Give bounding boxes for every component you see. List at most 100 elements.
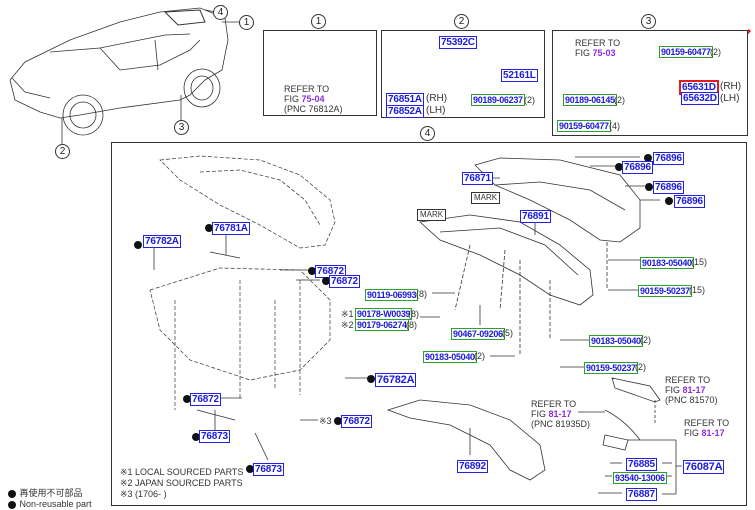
- non-reusable-dot-icon: [322, 277, 330, 285]
- note-ref-3: ※3: [319, 416, 332, 426]
- fig-link-75-04[interactable]: 75-04: [301, 94, 325, 104]
- refer-fig-line: FIG 75-03: [575, 48, 616, 58]
- part-90183-05040[interactable]: 90183-05040: [640, 257, 694, 269]
- qty: (8): [416, 289, 427, 299]
- non-reusable-dot-icon: [334, 417, 342, 425]
- part-76896[interactable]: 76896: [653, 181, 684, 194]
- part-90189-06145[interactable]: 90189-06145: [563, 94, 617, 106]
- note-ref-2: ※2: [341, 320, 354, 330]
- legend: 再使用不可部品 Non-reusable part: [8, 488, 92, 510]
- refer-pnc: (PNC 81935D): [531, 419, 591, 429]
- refer-pnc: (PNC 76812A): [284, 104, 343, 114]
- part-90159-60477[interactable]: 90159-60477: [557, 120, 611, 132]
- part-76087A[interactable]: 76087A: [683, 460, 725, 474]
- qty: (8): [408, 309, 419, 319]
- callout-4[interactable]: 4: [213, 5, 228, 20]
- part-76781A[interactable]: 76781A: [212, 222, 250, 235]
- refer-text: REFER TO: [531, 399, 577, 409]
- part-76871[interactable]: 76871: [462, 172, 493, 185]
- part-90179-06274[interactable]: 90179-06274: [355, 319, 409, 331]
- part-90159-60477[interactable]: 90159-60477: [659, 46, 713, 58]
- side-rh: (RH): [426, 93, 448, 104]
- mark-label: MARK: [471, 192, 501, 204]
- panel-1-number: 1: [311, 14, 326, 29]
- refer-text: REFER TO: [684, 418, 730, 428]
- part-76885[interactable]: 76885: [626, 458, 657, 471]
- qty: (15): [691, 257, 708, 267]
- non-reusable-dot-icon: [8, 500, 16, 509]
- part-76872[interactable]: 76872: [190, 393, 221, 406]
- note-1: ※1 LOCAL SOURCED PARTS: [120, 467, 244, 477]
- part-76872[interactable]: 76872: [329, 275, 360, 288]
- part-90189-06237[interactable]: 90189-06237: [471, 94, 525, 106]
- non-reusable-dot-icon: [246, 465, 254, 473]
- part-76887[interactable]: 76887: [626, 488, 657, 501]
- refer-fig-prefix: FIG: [531, 409, 549, 419]
- note-3: ※3 (1706- ): [120, 489, 167, 499]
- non-reusable-dot-icon: [8, 489, 16, 498]
- refer-pnc: (PNC 81570): [665, 395, 718, 405]
- non-reusable-dot-icon: [205, 224, 213, 232]
- callout-3[interactable]: 3: [174, 120, 189, 135]
- panel-2-number: 2: [454, 14, 469, 29]
- part-90159-50237[interactable]: 90159-50237: [584, 362, 638, 374]
- notes-list: ※1 LOCAL SOURCED PARTS ※2 JAPAN SOURCED …: [120, 467, 243, 500]
- spoiler-upper-right-sketch: [474, 157, 641, 243]
- refer-text-line1: REFER TO: [284, 84, 330, 94]
- non-reusable-dot-icon: [192, 433, 200, 441]
- qty: (5): [502, 328, 513, 338]
- part-76852A[interactable]: 76852A: [386, 105, 424, 118]
- refer-fig-line: FIG 81-17: [684, 428, 725, 438]
- part-76892[interactable]: 76892: [457, 460, 488, 473]
- part-75392C[interactable]: 75392C: [439, 36, 477, 49]
- refer-text-line1: REFER TO: [575, 38, 621, 48]
- mark-label: MARK: [417, 209, 447, 221]
- panel-2: 75392C 52161L 76851A (RH) 76852A (LH) 90…: [381, 30, 545, 118]
- side-lh: (LH): [720, 93, 740, 104]
- fig-link-81-17[interactable]: 81-17: [682, 385, 706, 395]
- qty: (2): [474, 351, 485, 361]
- part-90183-05040[interactable]: 90183-05040: [423, 351, 477, 363]
- spoiler-upper-left-sketch: [159, 155, 336, 249]
- panel-4-number: 4: [420, 126, 435, 141]
- part-76872[interactable]: 76872: [341, 415, 372, 428]
- non-reusable-dot-icon: [644, 154, 652, 162]
- non-reusable-dot-icon: [183, 395, 191, 403]
- part-65632D[interactable]: 65632D: [681, 92, 719, 105]
- part-90467-09206[interactable]: 90467-09206: [451, 328, 505, 340]
- fig-link-81-17[interactable]: 81-17: [548, 409, 572, 419]
- part-76896[interactable]: 76896: [622, 161, 653, 174]
- fig-link-75-03[interactable]: 75-03: [592, 48, 616, 58]
- part-90183-05040[interactable]: 90183-05040: [589, 335, 643, 347]
- spoiler-lower-left-sketch: [149, 267, 331, 410]
- part-76873[interactable]: 76873: [253, 463, 284, 476]
- part-93540-13006[interactable]: 93540-13006: [613, 472, 667, 484]
- part-76782A[interactable]: 76782A: [375, 373, 417, 387]
- panel-4: [111, 142, 747, 506]
- qty: (15): [689, 285, 706, 295]
- part-76896[interactable]: 76896: [674, 195, 705, 208]
- part-76782A[interactable]: 76782A: [143, 235, 181, 248]
- legend-en: Non-reusable part: [8, 499, 92, 510]
- callout-2[interactable]: 2: [55, 144, 70, 159]
- qty: (2): [614, 95, 625, 105]
- callout-1[interactable]: 1: [239, 15, 254, 30]
- refer-fig-line: FIG 81-17: [665, 385, 706, 395]
- qty: (2): [524, 95, 535, 105]
- part-52161L[interactable]: 52161L: [501, 69, 538, 82]
- part-76896[interactable]: 76896: [653, 152, 684, 165]
- non-reusable-dot-icon: [615, 163, 623, 171]
- part-item: [134, 236, 143, 254]
- part-76873[interactable]: 76873: [199, 430, 230, 443]
- non-reusable-dot-icon: [134, 240, 142, 249]
- panel-3: REFER TO FIG 75-03 90159-60477 (2) 65631…: [552, 30, 748, 136]
- refer-fig-line: FIG 75-04: [284, 94, 325, 104]
- spoiler-frame-sketch: [419, 214, 608, 355]
- part-76891[interactable]: 76891: [520, 210, 551, 223]
- qty: (4): [609, 121, 620, 131]
- legend-jp-text: 再使用不可部品: [19, 488, 83, 498]
- fig-link-81-17[interactable]: 81-17: [701, 428, 725, 438]
- panel-1: REFER TO FIG 75-04 (PNC 76812A): [263, 30, 377, 116]
- part-90119-06993[interactable]: 90119-06993: [365, 289, 419, 301]
- part-90159-50237[interactable]: 90159-50237: [638, 285, 692, 297]
